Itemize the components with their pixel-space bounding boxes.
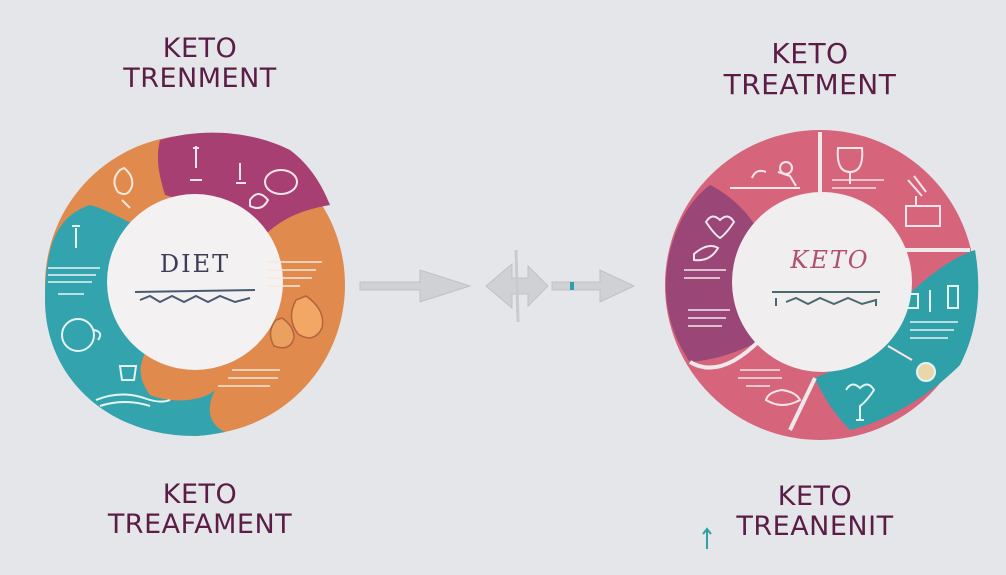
muffin-icon (916, 362, 936, 382)
figure-icon (190, 146, 202, 181)
pear-icon (113, 166, 134, 209)
bottom-text-lines-decoration (218, 369, 280, 387)
cup-icon (118, 365, 138, 381)
right-top-text-lines (832, 179, 884, 189)
person-icon (236, 163, 246, 184)
glass-icon (836, 147, 864, 184)
heading-top-left: KETO TRENMENT (90, 33, 310, 95)
right-text-lines-decoration (268, 261, 322, 287)
right-center-scribble-icon (772, 291, 880, 306)
left-wheel-center (107, 194, 283, 370)
toaster-icon (905, 196, 941, 227)
heading-top-left-line1: KETO (162, 33, 238, 64)
fruit-icon (249, 193, 270, 209)
heading-bottom-right: KETO TREANENIT (690, 481, 940, 543)
teapot-handle-icon (93, 329, 102, 341)
right-left-text-lines (684, 269, 730, 327)
left-center-scribble-icon (134, 289, 256, 304)
spoon-icon (887, 345, 913, 361)
jars-icon (905, 285, 959, 312)
fruit-cluster-icon (269, 295, 324, 349)
heart-plant-icon (845, 383, 876, 421)
bottle-icon (72, 225, 80, 248)
up-arrow-mark-icon (702, 527, 712, 549)
right-arrow-icon (551, 269, 636, 303)
plate-icon (764, 388, 802, 406)
center-arrows (359, 249, 636, 323)
heading-bottom-right-line1: KETO (777, 481, 853, 512)
right-wheel-center-label: KETO (790, 246, 870, 274)
right-teal-text-lines (910, 321, 958, 339)
heading-top-right-line2: TREATMENT (723, 68, 897, 102)
heading-top-right: KETO TREATMENT (705, 38, 915, 101)
left-wheel (45, 132, 345, 436)
noodles-icon (95, 393, 171, 407)
bread-icon (264, 169, 298, 195)
arrow-stem-icon (514, 249, 520, 323)
right-wheel-center (732, 192, 912, 372)
left-text-lines-decoration (48, 267, 100, 295)
left-arrow-icon (359, 269, 472, 303)
arrow-marker-icon (570, 282, 574, 290)
heading-bottom-left-line2: TREAFAMENT (107, 509, 293, 541)
heading-bottom-left-line1: KETO (162, 479, 238, 510)
heading-top-right-line1: KETO (771, 37, 849, 70)
right-wheel (665, 130, 979, 440)
heading-bottom-left: KETO TREAFAMENT (70, 479, 330, 541)
teapot-icon (61, 318, 95, 352)
heading-top-left-line2: TRENMENT (123, 63, 277, 95)
right-bottom-text-lines (738, 369, 782, 387)
right-divider-bottom (788, 377, 817, 431)
chopsticks-icon (907, 175, 927, 197)
massage-head-icon (779, 161, 793, 175)
leaf-icon (693, 245, 720, 262)
left-wheel-center-label: DIET (159, 250, 231, 278)
right-divider-left (688, 338, 762, 370)
heart-icon (704, 215, 736, 240)
heading-bottom-right-line2: TREANENIT (736, 511, 894, 543)
